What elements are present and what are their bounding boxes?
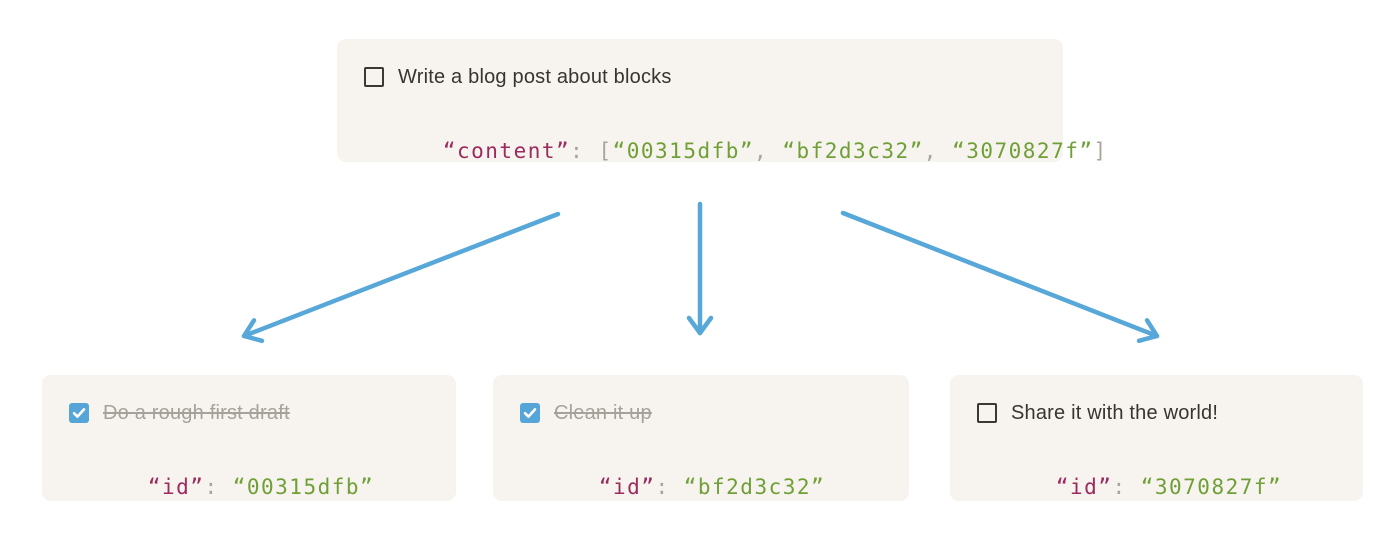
- code-key: “id”: [1055, 475, 1113, 499]
- child-block-card-1: Do a rough first draft “id”: “00315dfb”: [42, 375, 456, 501]
- code-colon: :: [1112, 475, 1141, 499]
- code-id-3: “3070827f”: [952, 139, 1094, 163]
- code-key: “id”: [147, 475, 205, 499]
- parent-todo-label: Write a blog post about blocks: [398, 66, 672, 88]
- checkbox-checked-icon[interactable]: [520, 403, 540, 423]
- code-id-1: “00315dfb”: [612, 139, 755, 163]
- code-separator: ,: [754, 139, 783, 163]
- checkbox-unchecked-icon[interactable]: [364, 67, 384, 87]
- checkmark-icon: [523, 408, 537, 418]
- child-1-todo-label: Do a rough first draft: [103, 402, 290, 424]
- code-colon: :: [655, 475, 684, 499]
- child-3-todo-row: Share it with the world!: [977, 402, 1336, 424]
- child-block-card-3: Share it with the world! “id”: “3070827f…: [950, 375, 1363, 501]
- code-colon: :: [570, 139, 599, 163]
- child-block-card-2: Clean it up “id”: “bf2d3c32”: [493, 375, 909, 501]
- child-3-code-line: “id”: “3070827f”: [971, 448, 1336, 526]
- child-2-todo-label: Clean it up: [554, 402, 652, 424]
- code-open-bracket: [: [598, 139, 613, 163]
- code-separator: ,: [923, 139, 953, 163]
- child-2-code-line: “id”: “bf2d3c32”: [514, 448, 882, 526]
- checkbox-checked-icon[interactable]: [69, 403, 89, 423]
- code-id-2: “bf2d3c32”: [782, 139, 924, 163]
- parent-block-card: Write a blog post about blocks “content”…: [337, 39, 1106, 163]
- code-key: “id”: [598, 475, 656, 499]
- code-key: “content”: [442, 139, 571, 163]
- child-2-todo-row: Clean it up: [520, 402, 882, 424]
- code-value: “3070827f”: [1140, 475, 1283, 499]
- child-1-code-line: “id”: “00315dfb”: [63, 448, 429, 526]
- parent-code-line: “content”: [“00315dfb”, “bf2d3c32”, “307…: [358, 112, 1106, 190]
- code-close-bracket: ]: [1093, 139, 1108, 163]
- arrow-to-child-1: [241, 211, 561, 344]
- code-value: “bf2d3c32”: [683, 475, 826, 499]
- code-value: “00315dfb”: [232, 475, 375, 499]
- code-colon: :: [204, 475, 233, 499]
- child-3-todo-label: Share it with the world!: [1011, 402, 1219, 424]
- checkmark-icon: [72, 408, 86, 418]
- checkbox-unchecked-icon[interactable]: [977, 403, 997, 423]
- child-1-todo-row: Do a rough first draft: [69, 402, 429, 424]
- arrow-to-child-3: [840, 210, 1160, 344]
- parent-todo-row: Write a blog post about blocks: [364, 66, 1036, 88]
